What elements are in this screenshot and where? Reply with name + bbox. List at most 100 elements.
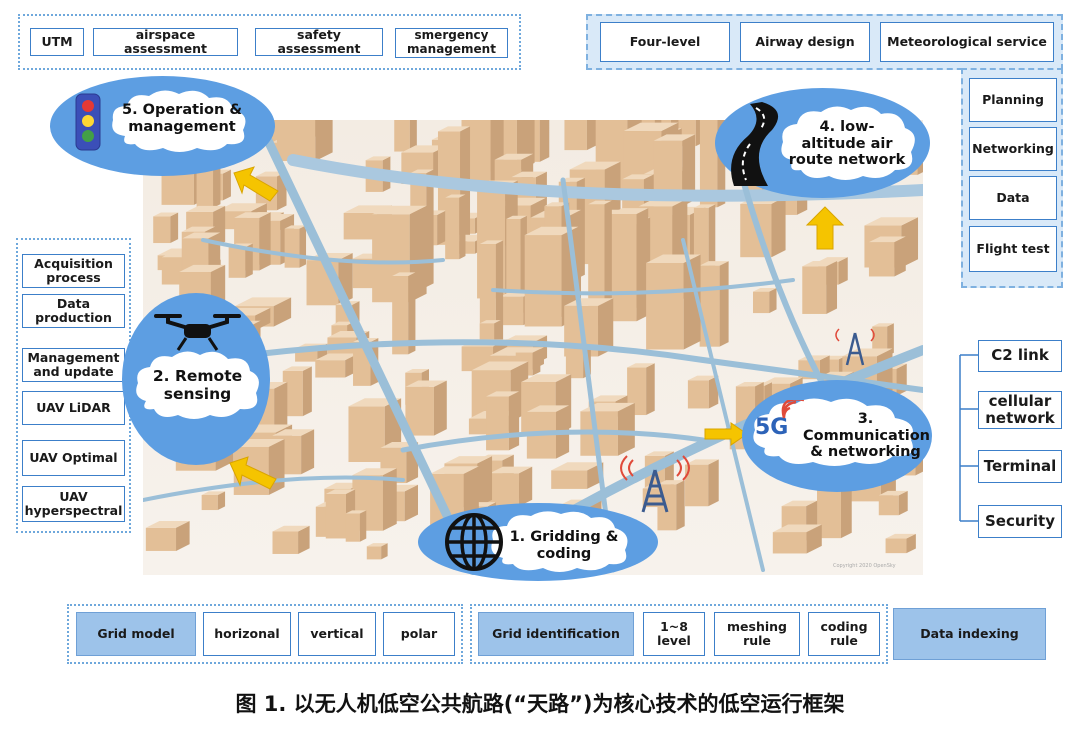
safety-assessment-box: safety assessment xyxy=(255,27,383,56)
building-roof xyxy=(486,391,520,397)
badge-5g: 5G xyxy=(755,415,789,440)
building-roof xyxy=(524,226,579,236)
building-roof xyxy=(179,264,226,273)
building-side xyxy=(459,194,466,260)
horizonal-box: horizonal xyxy=(203,612,291,656)
building-roof xyxy=(868,236,906,243)
building-roof xyxy=(687,375,719,381)
building-side xyxy=(708,204,716,275)
cloud-shape xyxy=(781,106,915,180)
building-roof xyxy=(781,500,818,507)
building-roof xyxy=(511,171,547,178)
meshing-rule-box: meshing rule xyxy=(714,612,800,656)
building-roof xyxy=(445,194,466,198)
building-face xyxy=(499,296,524,326)
building-roof xyxy=(761,377,803,384)
building-roof xyxy=(410,169,434,174)
building-side xyxy=(426,169,434,288)
building-roof xyxy=(693,204,716,208)
radio-tower-small-icon xyxy=(835,328,875,366)
building-roof xyxy=(401,145,448,153)
building-roof xyxy=(752,287,777,292)
building-side xyxy=(719,261,729,347)
building-side xyxy=(359,510,367,542)
building-roof xyxy=(802,260,838,267)
building-side xyxy=(273,297,292,327)
vertical-box: vertical xyxy=(298,612,376,656)
building-face xyxy=(394,120,410,152)
management-update-box: Management and update xyxy=(22,348,125,382)
building-roof xyxy=(234,212,271,218)
building-roof xyxy=(430,466,479,474)
uav-hyperspectral-box: UAV hyperspectral xyxy=(22,486,125,522)
building-roof xyxy=(623,122,679,132)
arrow-right-icon xyxy=(704,422,748,446)
building-roof xyxy=(479,320,501,324)
signal-waves-icon xyxy=(781,400,804,419)
building-side xyxy=(245,243,253,278)
flight-test-box: Flight test xyxy=(969,226,1057,272)
building-side xyxy=(299,225,307,268)
building-roof xyxy=(153,212,179,217)
building-face xyxy=(276,120,316,162)
coding-rule-box: coding rule xyxy=(808,612,880,656)
building-side xyxy=(259,212,271,271)
building-side xyxy=(532,348,541,376)
building-side xyxy=(301,429,315,475)
building-face xyxy=(325,493,347,539)
building-face xyxy=(201,494,218,511)
drone-icon xyxy=(154,314,241,351)
utm-box: UTM xyxy=(30,28,84,56)
building-side xyxy=(617,402,635,456)
building-face xyxy=(524,235,562,327)
building-side xyxy=(508,391,520,451)
building-roof xyxy=(685,459,719,465)
building-roof xyxy=(272,429,315,436)
building-roof xyxy=(610,208,649,214)
building-roof xyxy=(405,380,447,387)
building-face xyxy=(699,265,720,347)
building-side xyxy=(898,490,908,516)
cloud-shape xyxy=(136,351,259,419)
building-face xyxy=(817,483,841,539)
building-roof xyxy=(506,215,527,219)
building-face xyxy=(352,258,376,289)
data-indexing-box: Data indexing xyxy=(893,608,1046,660)
radio-tower-icon xyxy=(620,455,690,513)
building-roof xyxy=(627,363,655,368)
building-side xyxy=(838,257,848,285)
grid-identification-box: Grid identification xyxy=(478,612,634,656)
building-roof xyxy=(657,480,685,485)
building-side xyxy=(409,120,417,152)
building-side xyxy=(519,466,533,507)
building-face xyxy=(445,197,460,260)
building-face xyxy=(565,348,584,379)
building-face xyxy=(564,120,587,151)
building-face xyxy=(699,120,718,208)
building-side xyxy=(408,272,416,355)
building-face xyxy=(343,212,378,240)
building-side xyxy=(826,260,838,314)
building-roof xyxy=(284,225,307,229)
building-side xyxy=(840,478,852,539)
building-side xyxy=(170,212,179,244)
building-side xyxy=(683,254,701,350)
building-face xyxy=(802,266,827,314)
building-roof xyxy=(437,126,471,132)
operation-management-label: 5. Operation & management xyxy=(121,102,242,135)
building-roof xyxy=(653,134,696,141)
building-roof xyxy=(551,462,604,471)
data-production-box: Data production xyxy=(22,294,125,328)
building-roof xyxy=(182,232,221,239)
building-side xyxy=(217,491,226,511)
four-level-box: Four-level xyxy=(600,22,730,62)
building-side xyxy=(222,169,231,201)
cloud-shape xyxy=(491,511,628,572)
building-roof xyxy=(588,200,612,205)
c2-link-box: C2 link xyxy=(978,340,1062,372)
building-roof xyxy=(181,226,216,232)
traffic-light-icon xyxy=(75,93,101,151)
building-roof xyxy=(842,348,893,357)
building-side xyxy=(906,533,916,554)
arrow-up-icon xyxy=(805,206,845,250)
